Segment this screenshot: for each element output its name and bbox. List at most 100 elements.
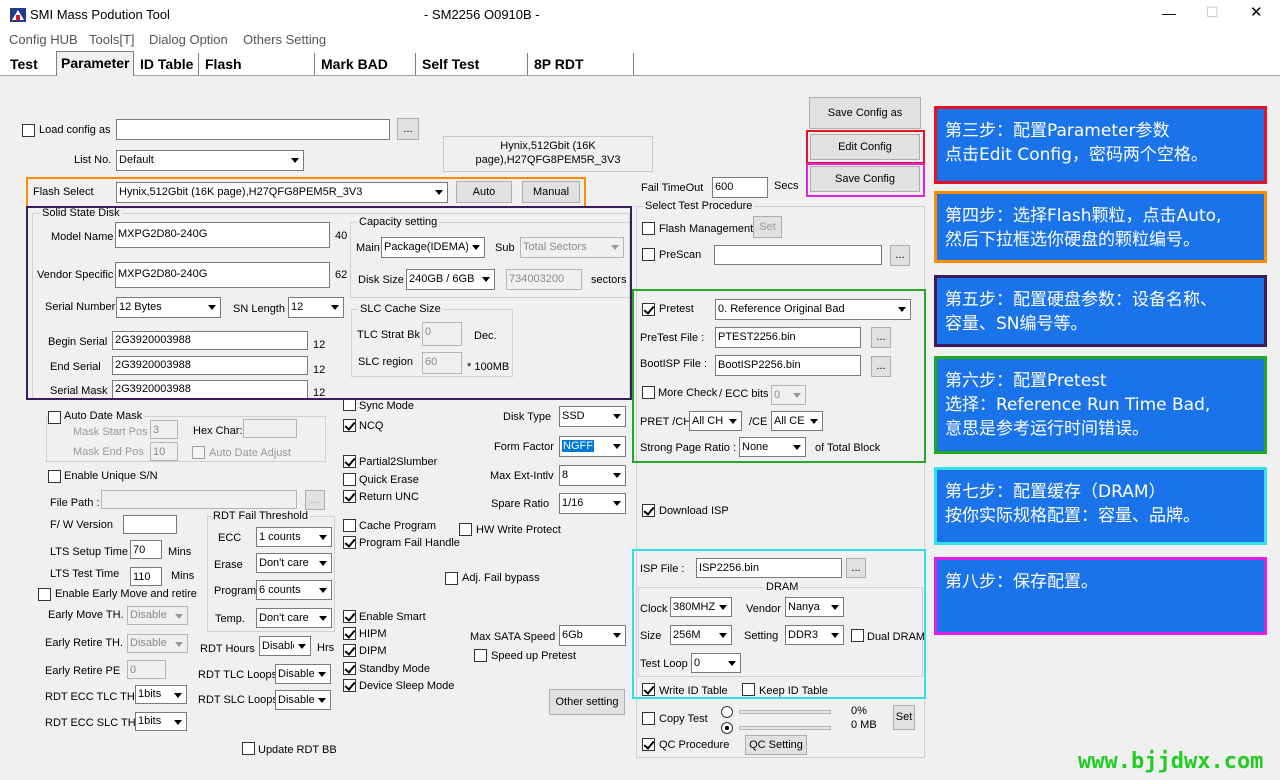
dual-dram-checkbox[interactable] — [851, 629, 864, 642]
fw-version-input[interactable] — [123, 515, 177, 534]
hipm-checkbox[interactable] — [343, 627, 356, 640]
copy-test-checkbox[interactable] — [642, 712, 655, 725]
capacity-sub-select[interactable]: Total Sectors — [520, 237, 624, 258]
hex-char-input[interactable] — [243, 419, 297, 438]
setting-select[interactable]: DDR3 — [785, 625, 844, 645]
form-factor-select[interactable]: NGFF — [559, 436, 626, 457]
model-name-input[interactable]: MXPG2D80-240G — [115, 222, 330, 248]
more-check-checkbox[interactable] — [642, 386, 655, 399]
rdt-hours-select[interactable]: Disable — [259, 636, 311, 656]
disk-size-select[interactable]: 240GB / 6GB — [406, 269, 495, 290]
other-setting-button[interactable]: Other setting — [549, 689, 625, 715]
early-retire-pe-input[interactable]: 0 — [127, 660, 166, 679]
load-config-input[interactable] — [116, 119, 390, 140]
load-config-checkbox[interactable] — [22, 124, 35, 137]
flash-management-checkbox[interactable] — [642, 222, 655, 235]
test-loop-select[interactable]: 0 — [691, 653, 741, 673]
copy-test-radio-1[interactable] — [721, 706, 733, 718]
tab-flash-diagnosis[interactable]: Flash Diagnosis — [201, 53, 315, 94]
device-sleep-checkbox[interactable] — [343, 679, 356, 692]
hw-write-protect-checkbox[interactable] — [459, 523, 472, 536]
rdt-ecc-slc-select[interactable]: 1bits — [135, 712, 187, 731]
dipm-checkbox[interactable] — [343, 644, 356, 657]
copy-mb-slider[interactable] — [739, 726, 831, 730]
return-unc-checkbox[interactable] — [343, 490, 356, 503]
vendor-select[interactable]: Nanya — [785, 597, 844, 617]
rdt-ecc-tlc-select[interactable]: 1bits — [135, 685, 187, 704]
lts-test-input[interactable]: 110 — [130, 567, 162, 586]
partial2slumber-checkbox[interactable] — [343, 455, 356, 468]
auto-button[interactable]: Auto — [456, 181, 512, 203]
rdt-program-select[interactable]: 6 counts — [256, 580, 332, 600]
program-fail-handle-checkbox[interactable] — [343, 536, 356, 549]
save-config-as-button[interactable]: Save Config as — [809, 97, 921, 129]
isp-file-browse-button[interactable]: ... — [846, 558, 866, 578]
qc-procedure-checkbox[interactable] — [642, 738, 655, 751]
prescan-browse-button[interactable]: ... — [890, 245, 910, 266]
cache-program-checkbox[interactable] — [343, 519, 356, 532]
download-isp-checkbox[interactable] — [642, 504, 655, 517]
fail-timeout-input[interactable]: 600 — [712, 177, 768, 198]
minimize-button[interactable]: — — [1162, 5, 1176, 21]
pretest-file-browse-button[interactable]: ... — [871, 327, 891, 348]
lts-setup-input[interactable]: 70 — [130, 540, 162, 559]
max-sata-speed-select[interactable]: 6Gb — [559, 625, 626, 646]
copy-test-radio-2[interactable] — [721, 722, 733, 734]
clock-select[interactable]: 380MHZ — [670, 597, 732, 617]
end-serial-input[interactable]: 2G3920003988 — [112, 356, 308, 375]
begin-serial-input[interactable]: 2G3920003988 — [112, 331, 308, 350]
capacity-main-select[interactable]: Package(IDEMA) — [381, 237, 485, 258]
rdt-erase-select[interactable]: Don't care — [256, 553, 332, 573]
menu-config-hub[interactable]: Config HUB — [9, 32, 78, 47]
maximize-button[interactable]: ☐ — [1206, 4, 1219, 20]
strong-page-ratio-select[interactable]: None — [739, 437, 806, 457]
isp-file-input[interactable]: ISP2256.bin — [696, 558, 842, 578]
serial-mask-input[interactable]: 2G3920003988 — [112, 380, 308, 399]
copy-test-set-button[interactable]: Set — [893, 705, 915, 730]
flash-management-set-button[interactable]: Set — [753, 216, 782, 238]
tab-self-test-result[interactable]: Self Test Result — [418, 53, 528, 94]
enable-smart-checkbox[interactable] — [343, 610, 356, 623]
disk-type-select[interactable]: SSD — [559, 406, 626, 427]
spare-ratio-select[interactable]: 1/16 — [559, 493, 626, 514]
write-id-table-checkbox[interactable] — [642, 683, 655, 696]
pretest-checkbox[interactable] — [642, 303, 655, 316]
bootisp-file-input[interactable]: BootISP2256.bin — [715, 355, 861, 376]
max-ext-intlv-select[interactable]: 8 — [559, 465, 626, 486]
close-button[interactable]: ✕ — [1250, 4, 1263, 21]
pretest-select[interactable]: 0. Reference Original Bad — [715, 299, 911, 320]
menu-tools[interactable]: Tools[T] — [89, 32, 135, 47]
prescan-input[interactable] — [714, 245, 882, 265]
copy-percent-slider[interactable] — [739, 710, 831, 714]
early-move-checkbox[interactable] — [38, 588, 51, 601]
save-config-button[interactable]: Save Config — [810, 166, 920, 192]
rdt-slc-loops-select[interactable]: Disable — [275, 690, 331, 710]
tab-8p-rdt-result[interactable]: 8P RDT Result — [530, 53, 634, 94]
tlc-strat-input[interactable]: 0 — [422, 322, 462, 346]
sync-mode-checkbox[interactable] — [343, 398, 356, 411]
auto-date-mask-checkbox[interactable] — [48, 411, 61, 424]
rdt-tlc-loops-select[interactable]: Disable — [275, 664, 331, 684]
tab-id-table[interactable]: ID Table — [136, 53, 199, 75]
sectors-input[interactable]: 734003200 — [506, 269, 582, 290]
serial-number-select[interactable]: 12 Bytes — [116, 297, 221, 318]
edit-config-button[interactable]: Edit Config — [810, 134, 920, 160]
sn-length-select[interactable]: 12 — [288, 297, 344, 318]
size-select[interactable]: 256M — [670, 625, 732, 645]
rdt-temp-select[interactable]: Don't care — [256, 608, 332, 628]
tab-test[interactable]: Test — [10, 56, 38, 72]
enable-unique-sn-checkbox[interactable] — [48, 470, 61, 483]
manual-button[interactable]: Manual — [522, 181, 580, 203]
pret-ch-select[interactable]: All CH — [689, 411, 742, 431]
update-rdt-bb-checkbox[interactable] — [242, 742, 255, 755]
slc-region-input[interactable]: 60 — [422, 352, 462, 374]
ce-select[interactable]: All CE — [771, 411, 823, 431]
menu-dialog-option[interactable]: Dialog Option — [149, 32, 228, 47]
quick-erase-checkbox[interactable] — [343, 473, 356, 486]
speed-up-pretest-checkbox[interactable] — [474, 649, 487, 662]
flash-select-dropdown[interactable]: Hynix,512Gbit (16K page),H27QFG8PEM5R_3V… — [116, 182, 448, 203]
auto-date-adjust-checkbox[interactable] — [192, 446, 205, 459]
load-config-browse-button[interactable]: ... — [397, 118, 419, 140]
ncq-checkbox[interactable] — [343, 419, 356, 432]
vendor-specific-input[interactable]: MXPG2D80-240G — [115, 262, 330, 288]
